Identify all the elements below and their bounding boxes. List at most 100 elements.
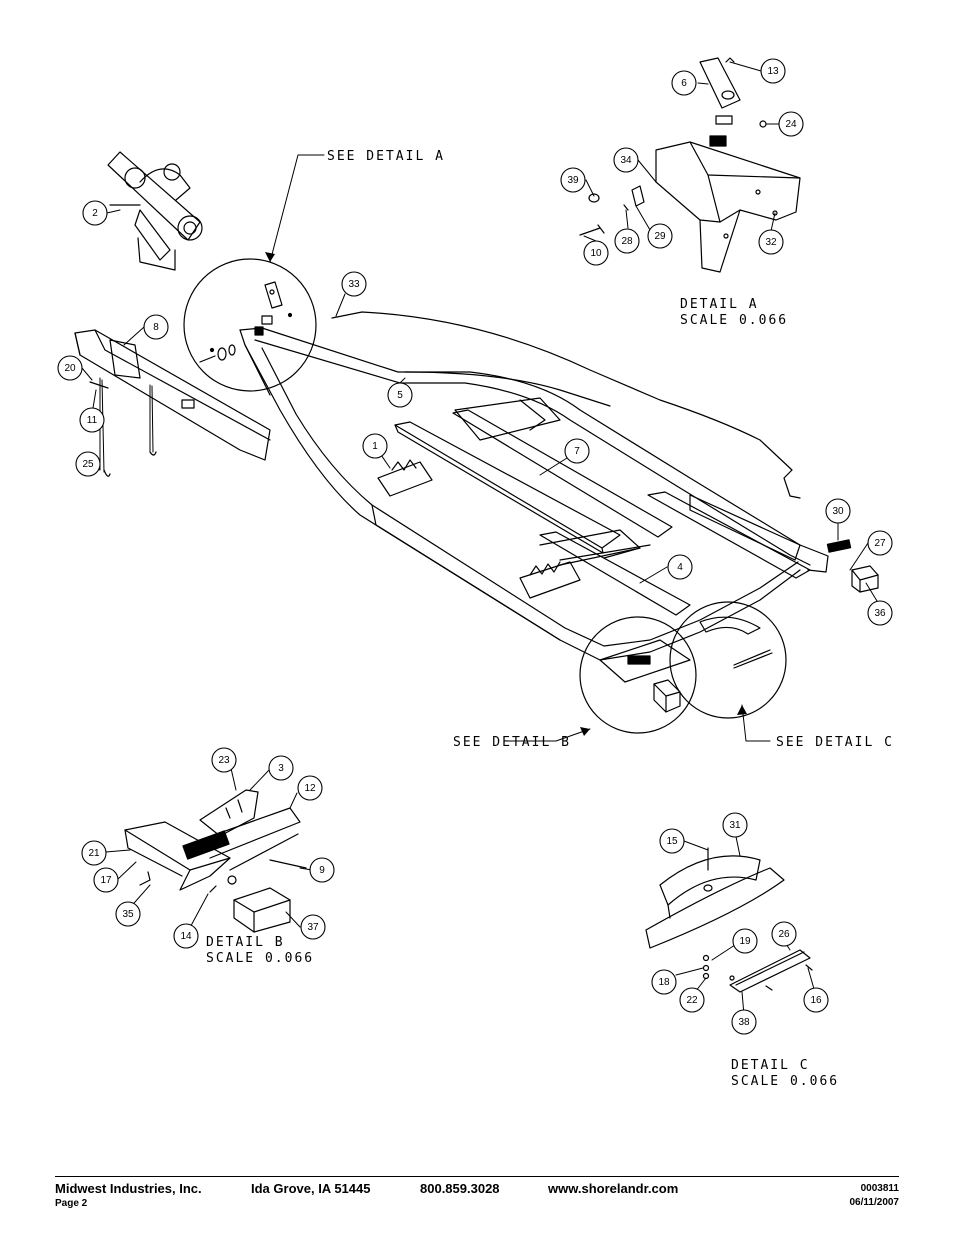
- callout-number-33: 33: [348, 279, 360, 290]
- callout-circle-9: [309, 857, 335, 883]
- see-detail-a-label: SEE DETAIL A: [327, 149, 445, 164]
- detail-a-scale: SCALE 0.066: [680, 313, 788, 328]
- company-website[interactable]: www.shorelandr.com: [548, 1181, 679, 1196]
- detail-c-circle: [669, 601, 787, 719]
- detail-b-exploded: [124, 789, 307, 933]
- callout-circle-29: [647, 223, 673, 249]
- page-number: Page 2: [55, 1198, 88, 1209]
- callout-number-32: 32: [765, 237, 777, 248]
- callout-number-24: 24: [785, 119, 797, 130]
- callout-circle-24: [778, 111, 804, 137]
- callout-number-37: 37: [307, 922, 319, 933]
- callout-circle-1: [362, 433, 388, 459]
- callout-number-31: 31: [729, 820, 741, 831]
- callout-circle-26: [771, 921, 797, 947]
- callout-circle-3: [268, 755, 294, 781]
- callout-number-3: 3: [278, 763, 284, 774]
- winch-stand: [107, 151, 203, 271]
- detail-c-circle-parts: [699, 616, 773, 669]
- callout-circle-38: [731, 1009, 757, 1035]
- callout-circle-39: [560, 167, 586, 193]
- callout-number-15: 15: [666, 836, 678, 847]
- callout-circle-15: [659, 828, 685, 854]
- callout-circle-2: [82, 200, 108, 226]
- callout-number-9: 9: [319, 865, 325, 876]
- callout-number-13: 13: [767, 66, 779, 77]
- callout-number-4: 4: [677, 562, 683, 573]
- callout-circle-28: [614, 228, 640, 254]
- callout-number-30: 30: [832, 506, 844, 517]
- callout-circle-7: [564, 438, 590, 464]
- see-detail-b-label: SEE DETAIL B: [453, 735, 571, 750]
- callout-circle-10: [583, 240, 609, 266]
- callout-circle-25: [75, 451, 101, 477]
- callout-number-39: 39: [567, 175, 579, 186]
- callout-circle-20: [57, 355, 83, 381]
- detail-a-parts: [199, 281, 293, 363]
- step-pad: [826, 539, 852, 553]
- fender-strip: [331, 311, 801, 499]
- callout-number-17: 17: [100, 875, 112, 886]
- detail-b-title: DETAIL B: [206, 935, 285, 950]
- callout-circle-33: [341, 271, 367, 297]
- detail-labels: SEE DETAIL A SEE DETAIL B SEE DETAIL C D…: [206, 149, 894, 1089]
- taillight-block: [851, 565, 879, 593]
- callout-circle-19: [732, 928, 758, 954]
- company-phone: 800.859.3028: [420, 1181, 500, 1196]
- callout-number-36: 36: [874, 608, 886, 619]
- callout-number-29: 29: [654, 231, 666, 242]
- callout-circle-5: [387, 382, 413, 408]
- arrowheads: [265, 252, 747, 736]
- callout-circle-8: [143, 314, 169, 340]
- doc-date: 06/11/2007: [849, 1197, 900, 1208]
- detail-b-circle-parts: [599, 639, 691, 713]
- company-city: Ida Grove, IA 51445: [251, 1181, 371, 1196]
- callout-circle-34: [613, 147, 639, 173]
- callout-circle-13: [760, 58, 786, 84]
- callout-number-11: 11: [87, 415, 98, 426]
- callout-number-21: 21: [88, 848, 100, 859]
- callout-number-16: 16: [810, 995, 822, 1006]
- callout-circle-16: [803, 987, 829, 1013]
- callout-circle-21: [81, 840, 107, 866]
- trailer-frame: [239, 327, 829, 661]
- page-footer: Midwest Industries, Inc. Ida Grove, IA 5…: [55, 1176, 899, 1209]
- callout-circle-37: [300, 914, 326, 940]
- callout-circle-11: [79, 407, 105, 433]
- callout-number-18: 18: [658, 977, 670, 988]
- doc-number: 0003811: [860, 1183, 899, 1194]
- see-detail-c-label: SEE DETAIL C: [776, 735, 894, 750]
- detail-c-scale: SCALE 0.066: [731, 1074, 839, 1089]
- callout-number-28: 28: [621, 236, 633, 247]
- callout-circle-6: [671, 70, 697, 96]
- callout-number-26: 26: [778, 929, 790, 940]
- callout-number-5: 5: [397, 390, 403, 401]
- callout-circle-30: [825, 498, 851, 524]
- detail-c-exploded: [645, 847, 813, 993]
- detail-b-scale: SCALE 0.066: [206, 951, 314, 966]
- callout-number-38: 38: [738, 1017, 750, 1028]
- callout-number-6: 6: [681, 78, 687, 89]
- callout-number-22: 22: [686, 995, 698, 1006]
- callout-circle-36: [867, 600, 893, 626]
- callout-number-12: 12: [304, 783, 316, 794]
- detail-a-title: DETAIL A: [680, 297, 759, 312]
- callout-number-35: 35: [122, 909, 134, 920]
- callout-number-25: 25: [82, 459, 94, 470]
- callout-circle-18: [651, 969, 677, 995]
- callout-circle-35: [115, 901, 141, 927]
- callout-circle-17: [93, 867, 119, 893]
- callout-circle-23: [211, 747, 237, 773]
- callout-circle-31: [722, 812, 748, 838]
- detail-a-exploded: [579, 57, 801, 273]
- callout-circle-14: [173, 923, 199, 949]
- callout-number-7: 7: [574, 446, 580, 457]
- detail-a-circle: [183, 258, 317, 392]
- callout-number-34: 34: [620, 155, 632, 166]
- callout-circle-27: [867, 530, 893, 556]
- callout-circle-22: [679, 987, 705, 1013]
- callout-number-19: 19: [739, 936, 751, 947]
- callout-number-1: 1: [372, 441, 378, 452]
